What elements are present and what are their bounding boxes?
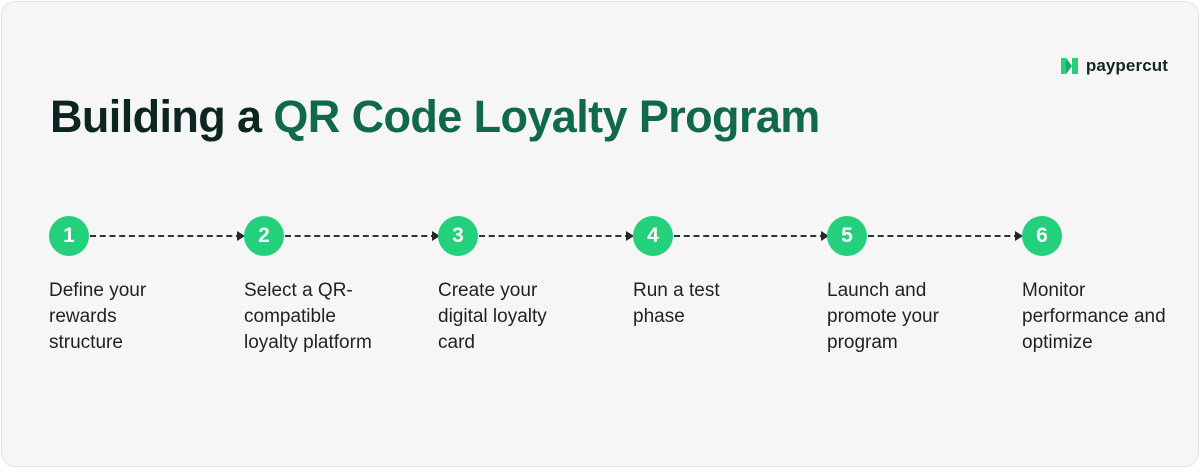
step-label: Select a QR-compatible loyalty platform — [244, 280, 372, 353]
step-label: Define your rewards structure — [49, 280, 147, 353]
step-label: Launch and promote your program — [827, 280, 939, 353]
step-number: 2 — [244, 216, 284, 256]
arrow-head-icon — [237, 231, 245, 241]
arrow-head-icon — [821, 231, 829, 241]
arrow-head-icon — [626, 231, 634, 241]
title-highlight: QR Code Loyalty Program — [273, 91, 820, 142]
connector-arrow — [674, 231, 829, 241]
step-number: 5 — [827, 216, 867, 256]
step-label: Create your digital loyalty card — [438, 280, 547, 353]
page-title: Building a QR Code Loyalty Program — [50, 86, 820, 148]
arrow-head-icon — [1015, 231, 1023, 241]
paypercut-logo-icon — [1060, 58, 1078, 74]
title-prefix: Building a — [50, 91, 274, 142]
step-number: 3 — [438, 216, 478, 256]
step-label: Monitor performance and optimize — [1022, 280, 1166, 353]
connector-arrow — [90, 231, 245, 241]
connector-arrow — [868, 231, 1023, 241]
step-number: 6 — [1022, 216, 1062, 256]
arrow-head-icon — [432, 231, 440, 241]
step-label: Run a test phase — [633, 280, 720, 327]
step-number: 4 — [633, 216, 673, 256]
brand-name: paypercut — [1085, 56, 1168, 75]
step-number: 1 — [49, 216, 89, 256]
connector-arrow — [479, 231, 634, 241]
brand-logo: paypercut — [1060, 56, 1168, 76]
connector-arrow — [285, 231, 440, 241]
